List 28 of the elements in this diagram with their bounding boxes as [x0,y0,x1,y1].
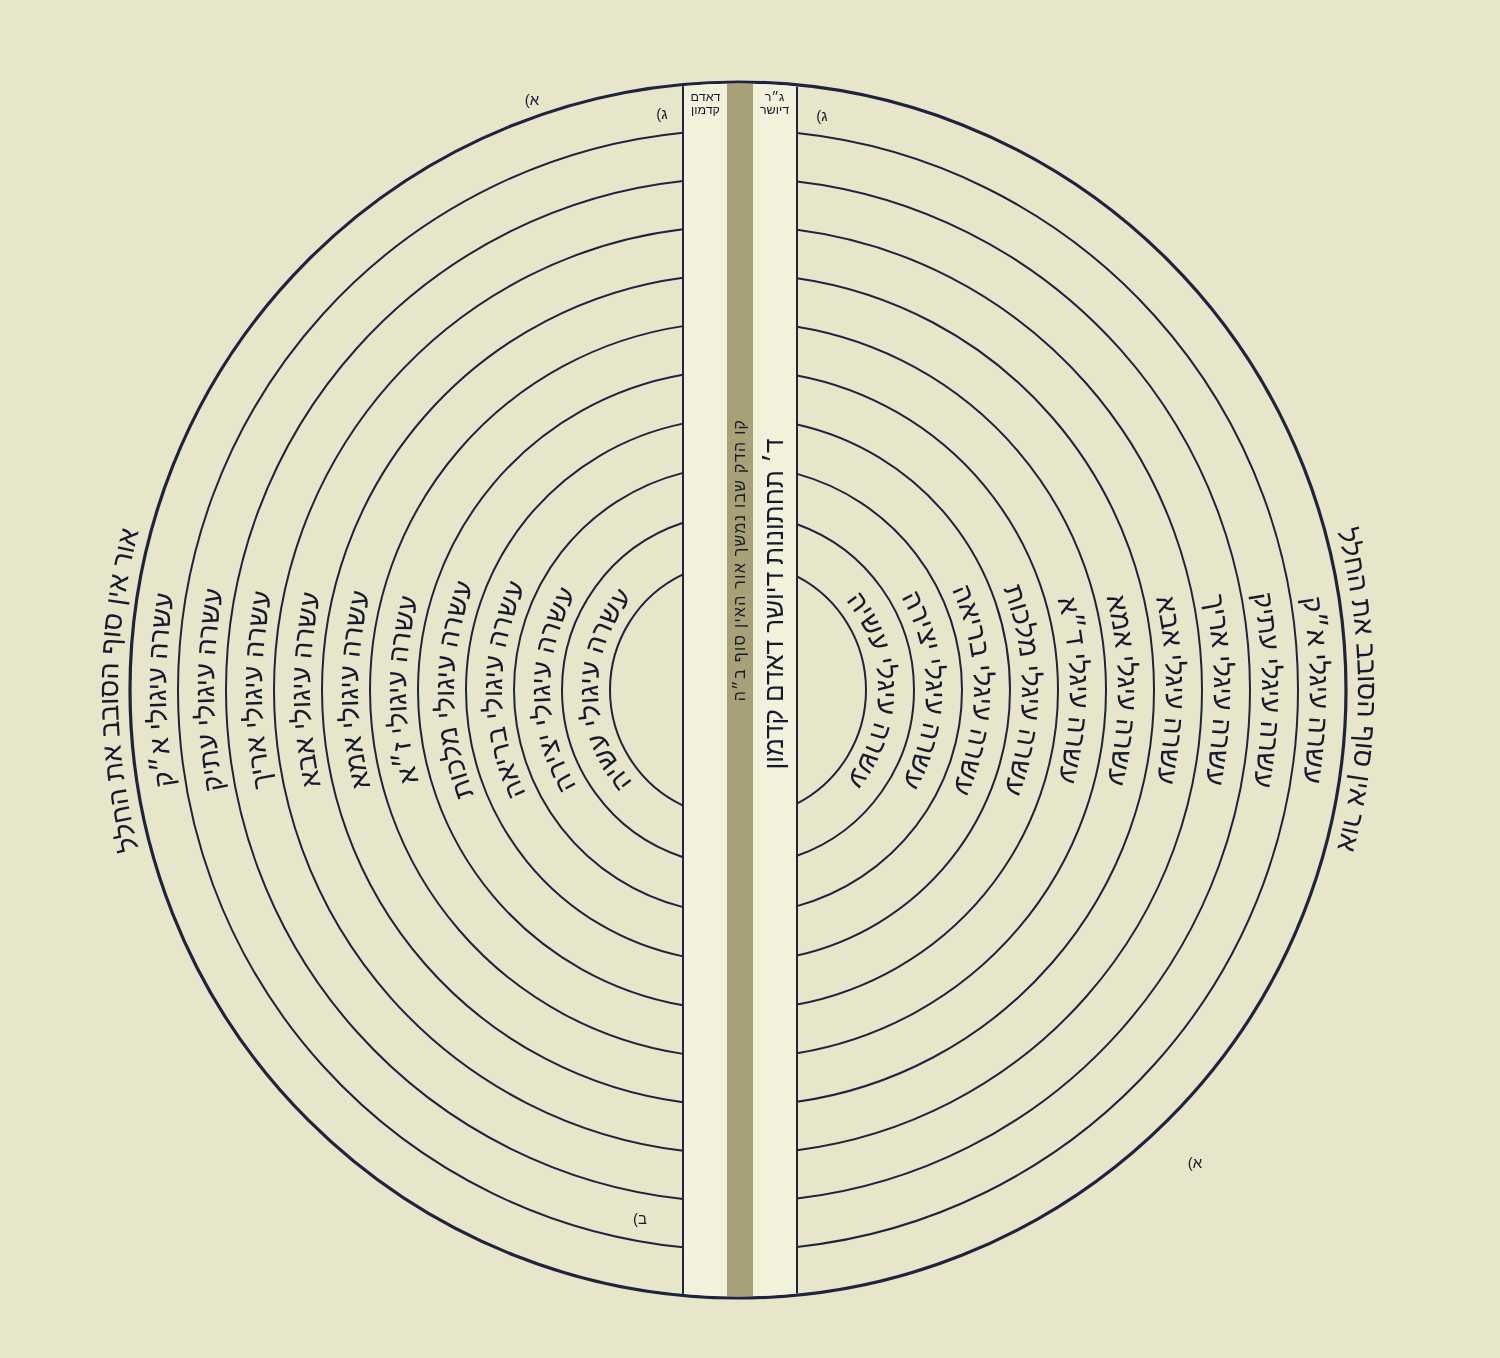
column-heading: ג״ר דיושר [758,91,791,117]
callout-letter: א) [524,90,540,108]
callout-letter: ג) [656,104,668,122]
column-heading: דאדם קדמון [689,91,722,117]
ring-label: עשרה עיגולי אמא [334,587,377,793]
vertical-label: קו הדק שבו נמשך אור האין סוף ב״ה [730,418,749,702]
vertical-label: ד׳ תחתונות דיושר דאדם קדמון [759,438,790,770]
callout-letter: ב) [633,1209,647,1227]
shaded-strip [727,82,753,1298]
ring-label: עשרה עיגלי אמא [1100,591,1143,789]
ring-label: עשרה עיגלי עשיה [840,585,903,795]
ring-label: עשרה עיגלי ד״א [1051,593,1095,787]
ring-label: עשרה עיגולי ז״א [381,592,425,788]
circle-label: אור אין סוף הסובב את החלל [93,524,145,855]
column-strip [753,82,798,1298]
ring-label: עשרה עיגולי אבא [285,589,327,791]
ring-label: עשרה עיגלי אריך [1198,592,1238,788]
callout-letter: ג) [816,106,828,124]
ring-label: עשרה עיגלי אבא [1150,593,1191,787]
ring-label: עשרה עיגולי מלכות [429,576,480,804]
column-strip [682,82,727,1298]
callout-letter: א) [1187,1153,1203,1171]
ring-label: עשרה עיגלי בריאה [946,580,999,800]
ring-label: עשרה עיגלי עתיק [1247,590,1286,790]
ring-label: עשרה עיגולי עתיק [189,585,230,794]
ring-label: עשרה עיגולי א״ק [142,590,180,790]
ring-label: עשרה עיגולי אריך [238,588,278,792]
ring-label: עשרה עיגלי מלכות [997,580,1047,800]
